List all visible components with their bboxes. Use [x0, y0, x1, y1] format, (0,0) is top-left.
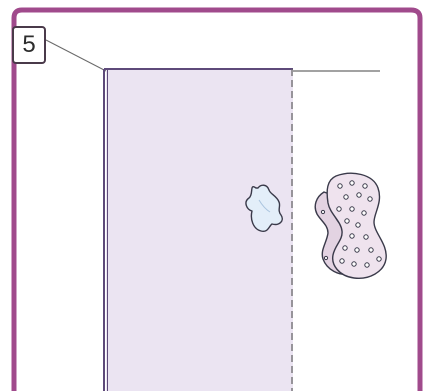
- sponge-icon: [315, 173, 386, 278]
- step-number-text: 5: [22, 33, 35, 57]
- step-number-label: 5: [12, 26, 46, 64]
- leader-line: [46, 40, 106, 71]
